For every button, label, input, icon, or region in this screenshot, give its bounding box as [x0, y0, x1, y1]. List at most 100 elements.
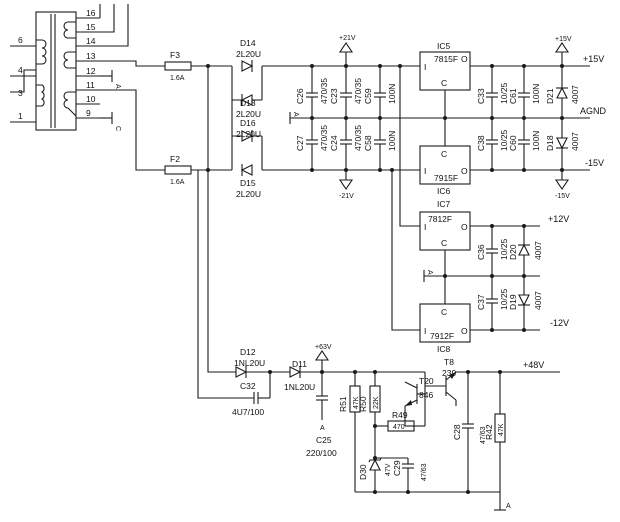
cap-c28: [462, 370, 474, 492]
out-agnd-label: AGND: [580, 106, 607, 116]
r49-ref: R49: [392, 410, 408, 420]
c38-value: 10/25: [499, 129, 509, 151]
d15-ref: D15: [240, 178, 256, 188]
d11-ref: D11: [292, 359, 307, 369]
ic5-pin-common: C: [441, 78, 447, 88]
cap-c37: [486, 276, 498, 332]
c23-ref: C23: [329, 88, 339, 104]
ic5-pin-in: I: [424, 62, 426, 72]
tap-c-label: C: [114, 126, 121, 131]
tr-pin-12: 12: [86, 66, 96, 76]
c25-value: 220/100: [306, 448, 337, 458]
tr-pin-15: 15: [86, 22, 96, 32]
rail-m21-label: -21V: [339, 193, 354, 200]
ic7-pin-common: C: [441, 238, 447, 248]
rail-p15-ref-label: +15V: [555, 36, 572, 43]
rail-p21-marker: [338, 42, 354, 66]
c26-value: 470/35: [319, 78, 329, 104]
ic8-ref: IC8: [437, 344, 451, 354]
c36-value: 10/25: [499, 238, 509, 260]
cap-c36: [486, 224, 498, 278]
diode-d15: [240, 164, 253, 176]
d15-type: 2L20U: [236, 189, 261, 199]
rail-p21-label: +21V: [339, 35, 356, 42]
diode-d13: [240, 94, 253, 106]
d14-type: 2L20U: [236, 49, 261, 59]
d11-type: 1NL20U: [284, 382, 315, 392]
ic6-pin-out: O: [461, 166, 468, 176]
out-p15-label: +15V: [583, 54, 604, 64]
d16-type: 2L20U: [236, 129, 261, 139]
ic8-pin-out: O: [461, 326, 468, 336]
r51-value: 47K: [353, 396, 360, 409]
r42-ref: R42: [484, 424, 494, 440]
diode-d21: [556, 64, 568, 120]
out-m15-label: -15V: [585, 158, 604, 168]
diode-d19: [518, 276, 530, 332]
cap-c38: [486, 118, 498, 172]
tr-pin-11: 11: [86, 80, 95, 90]
out-p48-label: +48V: [523, 360, 544, 370]
cap-c29: [375, 457, 414, 492]
rail-p63-marker: [314, 350, 330, 374]
c27-value: 470/35: [319, 125, 329, 151]
r49-value: 470: [393, 424, 405, 431]
ground-48v: [355, 490, 506, 511]
c36-ref: C36: [476, 244, 486, 260]
tr-pin-9: 9: [86, 108, 91, 118]
d21-ref: D21: [545, 88, 555, 104]
ic5-part: 7815F: [434, 54, 458, 64]
transistor-t8: [425, 371, 560, 406]
diode-d11: [270, 366, 405, 378]
rail-m15-marker: [554, 170, 570, 190]
r50-value: 22K: [373, 396, 380, 409]
c25-ground-label: A: [320, 425, 325, 432]
ic6-part: 7915F: [434, 173, 458, 183]
diode-d12: [235, 366, 270, 378]
ground-12v-label: A: [426, 270, 433, 275]
cap-c23: [340, 64, 352, 120]
d16-ref: D16: [240, 118, 256, 128]
feed-12v: [390, 64, 420, 331]
d19-type: 4007: [533, 291, 543, 310]
c29-ref: C29: [392, 460, 402, 476]
c26-ref: C26: [295, 88, 305, 104]
c33-ref: C33: [476, 88, 486, 104]
ic7-ref: IC7: [437, 199, 451, 209]
t20-ref: T20: [419, 376, 434, 386]
c60-ref: C60: [508, 135, 518, 151]
ic7-pin-out: O: [461, 222, 468, 232]
regulator-ic8: [419, 303, 540, 343]
t20-part: 846: [419, 390, 433, 400]
transformer: [10, 4, 165, 171]
fuse-f3: [164, 61, 208, 71]
c60-value: 100N: [531, 131, 541, 151]
c32-value: 4U7/100: [232, 407, 264, 417]
ground-48v-label: A: [506, 503, 511, 510]
regulator-ic6: [419, 116, 590, 185]
cap-c27: [306, 116, 318, 172]
c24-ref: C24: [329, 135, 339, 151]
cap-c58: [374, 118, 386, 172]
tr-pin-3: 3: [18, 88, 23, 98]
c23-value: 470/35: [353, 78, 363, 104]
d13-ref: D13: [240, 98, 256, 108]
ic6-pin-common: C: [441, 149, 447, 159]
ic8-pin-in: I: [424, 326, 426, 336]
c28-value: 47/63: [480, 426, 487, 444]
d21-type: 4007: [570, 85, 580, 104]
t8-ref: T8: [444, 357, 454, 367]
c27-ref: C27: [295, 135, 305, 151]
tap-a-label: A: [114, 84, 121, 89]
fuse-f3-rating: 1.6A: [170, 75, 185, 82]
res-r42: [494, 370, 506, 492]
rail-m15-ref-label: -15V: [555, 193, 570, 200]
diode-d14: [241, 60, 254, 72]
d12-ref: D12: [240, 347, 256, 357]
rail-p63-label: +63V: [315, 344, 332, 351]
tr-pin-10: 10: [86, 94, 96, 104]
rail-p15-marker: [554, 42, 570, 66]
diode-d20: [518, 224, 530, 278]
